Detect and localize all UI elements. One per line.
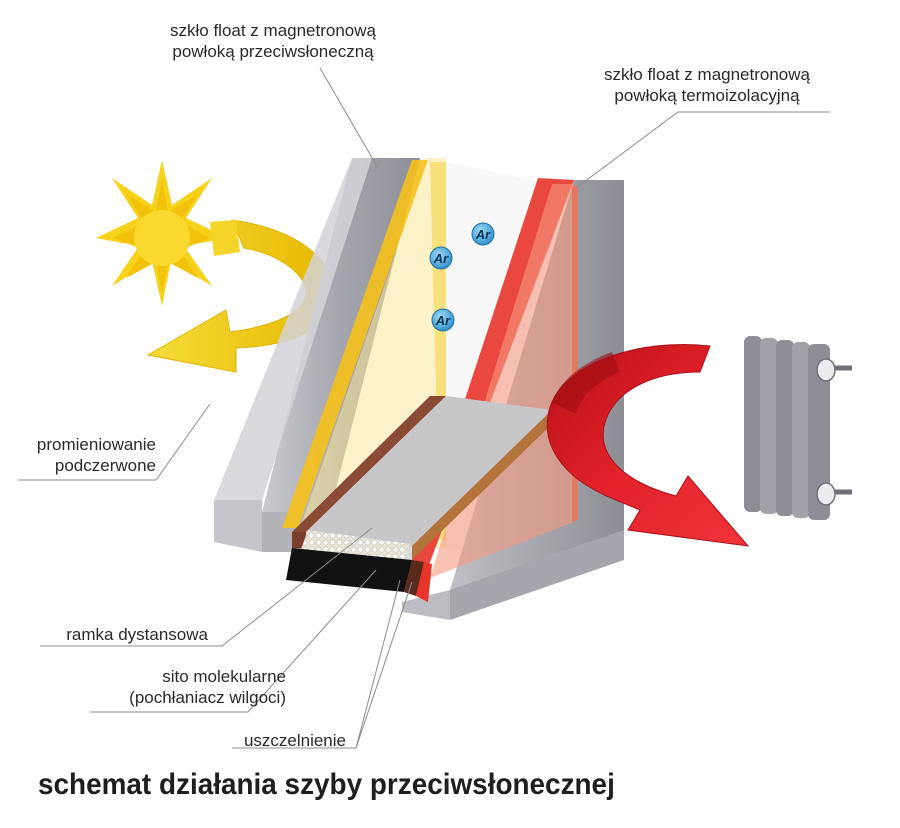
label-line: szkło float z magnetronową (148, 20, 398, 41)
label-line: (pochłaniacz wilgoci) (60, 687, 286, 708)
argon-label: Ar (433, 251, 449, 266)
label-sun-control-glass: szkło float z magnetronową powłoką przec… (148, 20, 398, 62)
label-molecular-sieve: sito molekularne (pochłaniacz wilgoci) (60, 666, 286, 708)
argon-bubble: Ar (432, 309, 454, 331)
diagram-title: schemat działania szyby przeciwsłoneczne… (38, 768, 615, 802)
label-line: ramka dystansowa (20, 624, 208, 645)
leader-sealant-2 (356, 582, 412, 748)
label-line: promieniowanie (8, 434, 156, 455)
sun-icon (96, 160, 228, 306)
leader-thermal-glass (576, 112, 830, 188)
label-spacer: ramka dystansowa (20, 624, 208, 645)
label-line: sito molekularne (60, 666, 286, 687)
label-infrared: promieniowanie podczerwone (8, 434, 156, 476)
leader-sun-glass (320, 68, 378, 168)
label-line: uszczelnienie (150, 730, 346, 751)
argon-bubble: Ar (430, 247, 452, 269)
label-sealant: uszczelnienie (150, 730, 346, 751)
label-line: podczerwone (8, 455, 156, 476)
label-line: szkło float z magnetronową (582, 64, 832, 85)
label-thermal-glass: szkło float z magnetronową powłoką termo… (582, 64, 832, 106)
argon-label: Ar (475, 227, 491, 242)
radiator-icon (744, 336, 852, 520)
leader-sealant-1 (232, 580, 400, 748)
argon-bubble: Ar (472, 223, 494, 245)
label-line: powłoką termoizolacyjną (582, 85, 832, 106)
argon-label: Ar (435, 313, 451, 328)
label-line: powłoką przeciwsłoneczną (148, 41, 398, 62)
